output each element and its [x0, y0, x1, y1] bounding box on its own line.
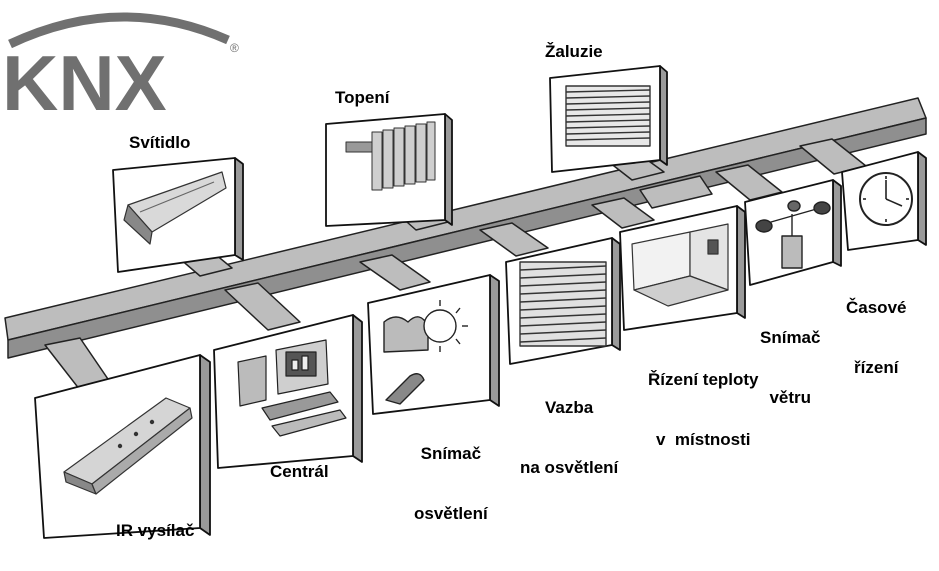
panel-ir-vysilac	[34, 354, 211, 539]
label-zaluzie: Žaluzie	[545, 42, 603, 61]
label-vazba: Vazba na osvětlení	[520, 358, 618, 518]
panel-vazba	[505, 237, 621, 365]
label-snimac-vetru-line1: Snímač	[760, 328, 821, 347]
panel-zaluzie	[549, 65, 668, 173]
anemometer-icon	[755, 200, 831, 269]
label-ir-vysilac: IR vysílač	[116, 521, 195, 540]
label-rizeni-teploty-line2: v místnosti	[656, 430, 751, 449]
label-rizeni-teploty: Řízení teploty v místnosti	[648, 330, 759, 490]
room-thermostat-icon	[631, 223, 729, 307]
panel-central	[213, 314, 363, 469]
bus-branch-teplota	[591, 197, 655, 229]
panel-topeni	[325, 113, 453, 227]
louver-panel-icon	[519, 261, 607, 347]
label-topeni: Topení	[335, 88, 390, 107]
label-rizeni-teploty-line1: Řízení teploty	[648, 370, 759, 389]
label-snimac-vetru-line2: větru	[769, 388, 812, 407]
panel-rizeni-teploty	[619, 205, 746, 331]
clock-icon	[859, 172, 913, 226]
ceiling-light-icon	[123, 171, 227, 245]
label-casove-rizeni-line1: Časové	[846, 298, 907, 317]
label-snimac-osvetleni-line2: osvětlení	[414, 504, 488, 523]
panel-svitidlo	[112, 157, 244, 273]
label-snimac-osvetleni-line1: Snímač	[420, 444, 482, 463]
knx-logo: KNX ®	[2, 12, 239, 127]
bus-branch-snimac-osv	[359, 254, 431, 291]
computer-icon	[237, 339, 347, 437]
label-snimac-vetru: Snímač větru	[760, 288, 820, 448]
label-vazba-line1: Vazba	[545, 398, 594, 417]
label-snimac-osvetleni: Snímač osvětlení	[414, 404, 488, 564]
blinds-icon	[565, 85, 651, 147]
radiator-icon	[345, 121, 436, 191]
svg-text:KNX: KNX	[2, 39, 167, 127]
label-vazba-line2: na osvětlení	[520, 458, 619, 477]
label-casove-rizeni: Časové řízení	[846, 258, 906, 418]
sun-sensor-icon	[383, 300, 468, 405]
ir-remote-icon	[63, 397, 193, 495]
label-svitidlo: Svítidlo	[129, 133, 191, 152]
bus-branch-central	[224, 282, 301, 331]
panel-casove-rizeni	[841, 151, 927, 251]
label-casove-rizeni-line2: řízení	[854, 358, 899, 377]
knx-bus	[4, 97, 927, 391]
bus-branch-vazba	[479, 222, 549, 257]
panel-snimac-vetru	[744, 179, 842, 286]
panel-snimac-osvetleni	[367, 274, 500, 415]
label-central: Centrál	[270, 462, 329, 481]
bus-ring	[639, 175, 713, 209]
svg-text:®: ®	[230, 41, 239, 55]
